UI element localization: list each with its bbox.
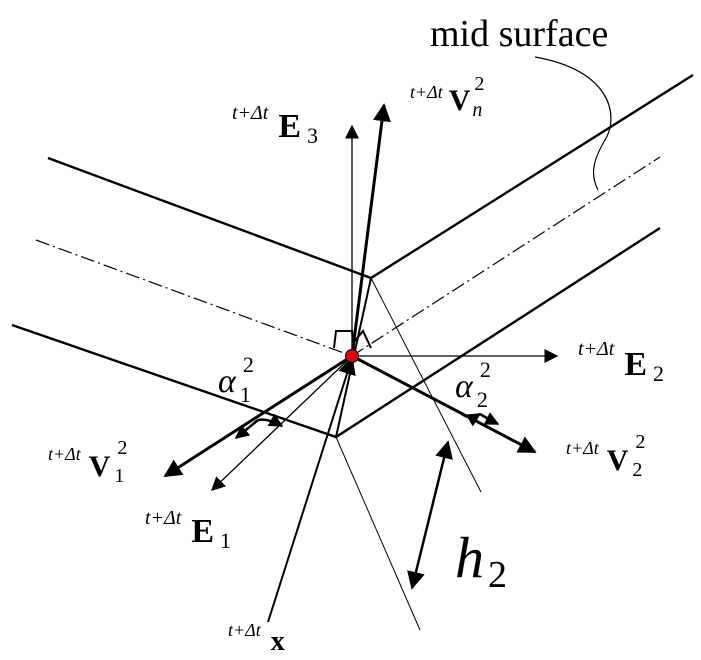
x-label: t+Δt x — [228, 620, 285, 657]
vn-label: t+Δt V n 2 — [410, 73, 486, 121]
alpha1-arc — [257, 413, 284, 428]
alpha1-label: α 1 2 — [218, 352, 255, 407]
v1-vector — [163, 354, 353, 478]
h2-dimension-arrow — [407, 440, 453, 590]
e3-label: t+Δt E 3 — [232, 102, 318, 148]
left-section-line — [370, 277, 482, 493]
mid-surface-label: mid surface — [430, 13, 608, 55]
alpha1-arc-lower — [234, 419, 259, 439]
vn-vector — [350, 103, 391, 357]
x-position-vector — [267, 356, 356, 623]
e2-label: t+Δt E 2 — [578, 338, 664, 386]
v2-vector — [351, 354, 537, 454]
alpha2-arc — [461, 412, 482, 427]
v1-label: t+Δt V 1 2 — [48, 437, 128, 487]
mid-surface-leader — [534, 56, 612, 191]
alpha2-label: α 2 2 — [455, 357, 492, 412]
mid-surface-line — [35, 156, 661, 357]
e1-label: t+Δt E 1 — [145, 507, 231, 553]
node-point — [345, 349, 359, 363]
right-section-line — [335, 436, 421, 631]
v2-label: t+Δt V 2 2 — [566, 431, 646, 481]
h2-label: h 2 — [455, 525, 507, 596]
alpha2-arc-right — [479, 412, 500, 426]
top-surface — [47, 73, 694, 280]
